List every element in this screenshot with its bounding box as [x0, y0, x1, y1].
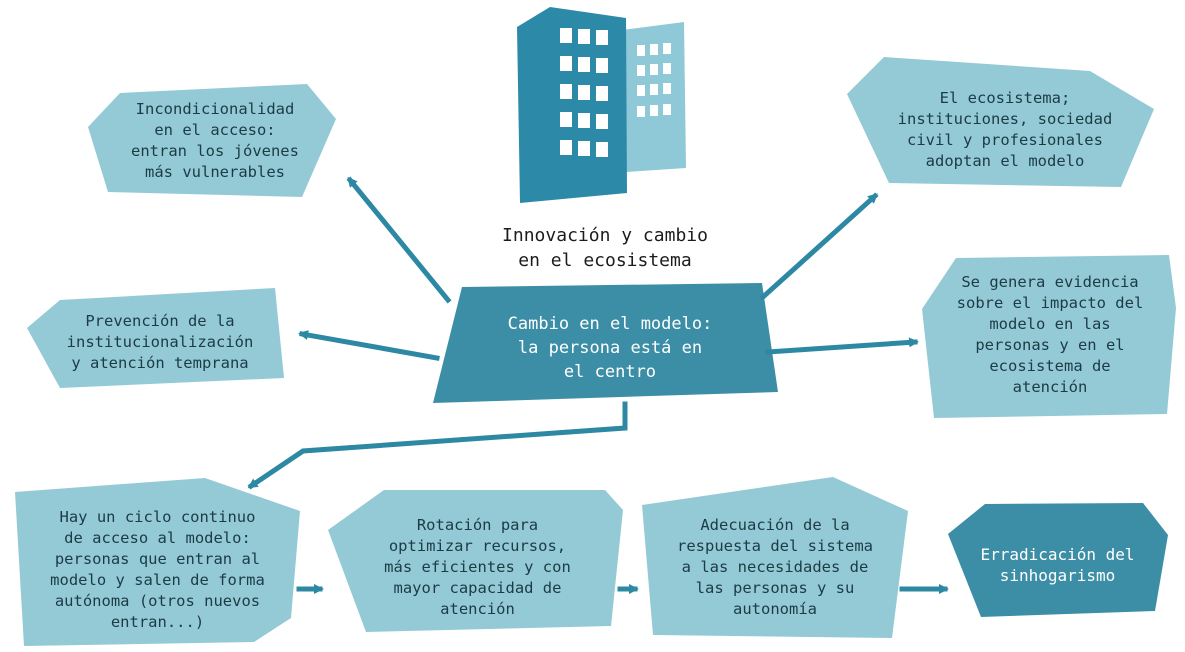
unconditional-line3: entran los jóvenes: [131, 142, 299, 160]
goal-shape: [948, 503, 1168, 617]
center-line3: el centro: [563, 361, 657, 382]
rotation-line4: mayor capacidad de: [393, 578, 562, 597]
rotation-line2: optimizar recursos,: [388, 536, 567, 555]
cycle-line3: personas que entran al: [54, 550, 261, 568]
ecosystem-adoption-label: El ecosistema; instituciones, sociedad c…: [870, 80, 1140, 180]
adequacy-line2: respuesta del sistema: [677, 536, 873, 555]
prevention-shape: [27, 288, 284, 388]
cycle-line5: autónoma (otros nuevos: [54, 592, 261, 610]
building-caption: Innovación y cambio en el ecosistema: [455, 222, 755, 274]
center-label: Cambio en el modelo: la persona está en …: [450, 305, 770, 390]
adequacy-line5: autonomía: [733, 599, 817, 618]
unconditional-line4: más vulnerables: [145, 163, 285, 181]
center-line1: Cambio en el modelo:: [507, 313, 713, 334]
arrow-to-unconditional: [346, 176, 452, 304]
unconditional-line2: en el acceso:: [154, 121, 276, 139]
cycle-label: Hay un ciclo continuo de acceso al model…: [20, 500, 295, 640]
center-line2: la persona está en: [517, 337, 703, 358]
ecosystem-line2: instituciones, sociedad: [897, 110, 1113, 128]
evidence-line5: ecosistema de: [989, 357, 1111, 375]
goal-line2: sinhogarismo: [999, 566, 1116, 585]
building-caption-line1: Innovación y cambio: [502, 225, 708, 246]
arrow-to-prevention: [298, 330, 440, 361]
adequacy-line3: a las necesidades de: [681, 557, 869, 576]
unconditional-access-shape: [88, 84, 336, 197]
evidence-line3: modelo en las: [989, 315, 1111, 333]
ecosystem-adoption-shape: [847, 57, 1154, 187]
cycle-line1: Hay un ciclo continuo: [59, 508, 256, 526]
rotation-label: Rotación para optimizar recursos, más ef…: [345, 508, 610, 626]
goal-line1: Erradicación del: [980, 545, 1135, 564]
rotation-line1: Rotación para: [416, 515, 539, 534]
arrow-to-ecosystem: [759, 192, 879, 301]
adequacy-line1: Adecuación de la: [700, 515, 850, 534]
goal-label: Erradicación del sinhogarismo: [955, 535, 1160, 595]
ecosystem-line3: civil y profesionales: [907, 131, 1103, 149]
ecosystem-line4: adoptan el modelo: [925, 152, 1085, 170]
evidence-shape: [922, 255, 1176, 418]
cycle-line2: de acceso al modelo:: [64, 529, 251, 547]
arrow-to-evidence: [765, 337, 919, 355]
unconditional-access-label: Incondicionalidad en el acceso: entran l…: [100, 95, 330, 187]
rotation-line5: atención: [440, 599, 515, 618]
adequacy-line4: las personas y su: [695, 578, 855, 597]
evidence-line2: sobre el impacto del: [956, 294, 1144, 312]
adequacy-shape: [642, 477, 908, 638]
prevention-line1: Prevención de la: [85, 312, 235, 330]
evidence-line4: personas y en el: [975, 336, 1125, 354]
office-building-icon: [517, 7, 686, 203]
building-caption-line2: en el ecosistema: [518, 250, 692, 271]
evidence-line6: atención: [1012, 378, 1088, 396]
arrow-to-cycle: [247, 401, 628, 490]
adequacy-label: Adecuación de la respuesta del sistema a…: [650, 508, 900, 626]
evidence-line1: Se genera evidencia: [961, 273, 1139, 291]
ecosystem-line1: El ecosistema;: [939, 89, 1071, 107]
cycle-shape: [15, 478, 300, 646]
rotation-shape: [328, 490, 623, 632]
evidence-label: Se genera evidencia sobre el impacto del…: [930, 265, 1170, 405]
rotation-line3: más eficientes y con: [384, 557, 571, 576]
prevention-line2: institucionalización: [66, 333, 254, 351]
center-shape: [433, 283, 778, 403]
prevention-line3: y atención temprana: [71, 354, 249, 372]
prevention-label: Prevención de la institucionalización y …: [40, 305, 280, 380]
unconditional-line1: Incondicionalidad: [135, 100, 295, 118]
cycle-line4: modelo y salen de forma: [50, 571, 265, 589]
cycle-line6: entran...): [110, 613, 205, 631]
